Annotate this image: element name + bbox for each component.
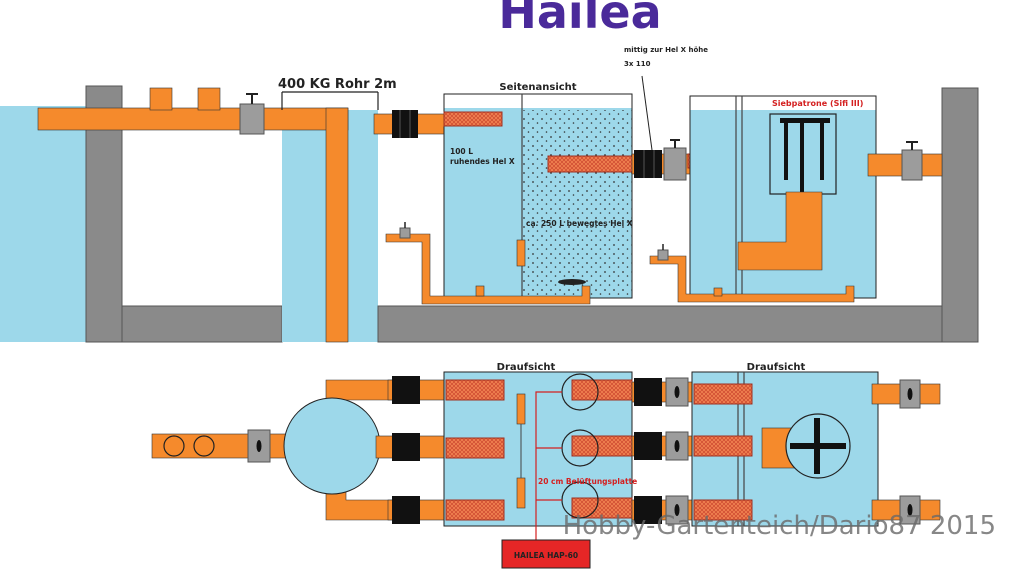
top-media-8 bbox=[693, 435, 753, 457]
valve-1 bbox=[239, 103, 265, 135]
top-view-title-left: Draufsicht bbox=[497, 362, 556, 373]
return-valve bbox=[901, 149, 923, 181]
inlet-note-line2: 3x 110 bbox=[624, 60, 651, 68]
drain-valve-1 bbox=[399, 227, 411, 239]
air-pump-label: HAILEA HAP-60 bbox=[514, 551, 578, 560]
top-view-title-right: Draufsicht bbox=[747, 362, 806, 373]
moving-media-label: ca. 250 L bewegtes Hel X bbox=[526, 219, 633, 228]
top-coupling-3 bbox=[392, 496, 420, 524]
drain-valve-2 bbox=[657, 249, 669, 261]
top-media-2 bbox=[445, 437, 505, 459]
vertical-kg-pipe bbox=[325, 107, 349, 343]
side-view-title: Seitenansicht bbox=[499, 82, 576, 93]
air-line bbox=[535, 391, 562, 540]
media-basket-2 bbox=[547, 155, 633, 173]
pond-wall-right bbox=[941, 87, 979, 343]
media-basket-1 bbox=[443, 111, 503, 127]
air-pump bbox=[501, 539, 591, 569]
bottom-drain-1 bbox=[163, 435, 185, 457]
distributor-chamber bbox=[283, 397, 381, 495]
pipe-coupling-1 bbox=[392, 110, 418, 138]
aeration-plate-label: 20 cm Belüftungsplatte bbox=[538, 477, 637, 486]
top-coupling-1 bbox=[392, 376, 420, 404]
bottom-slab-left bbox=[121, 305, 283, 343]
inlet-pipe bbox=[37, 107, 349, 131]
resting-media-line2: ruhendes Hel X bbox=[450, 157, 515, 166]
sieve-label: Siebpatrone (Sifi III) bbox=[772, 99, 863, 108]
top-media-7 bbox=[693, 383, 753, 405]
top-media-4 bbox=[571, 379, 633, 401]
top-transfer-coupling-1 bbox=[634, 378, 662, 406]
drain-manifold-1 bbox=[385, 233, 591, 305]
pipe-coupling-2 bbox=[634, 150, 662, 178]
top-media-9 bbox=[693, 499, 753, 521]
top-coupling-2 bbox=[392, 433, 420, 461]
pipe-tee-1 bbox=[149, 87, 173, 111]
drain-manifold-2 bbox=[649, 255, 855, 303]
moving-media-zone bbox=[522, 110, 632, 298]
top-media-3 bbox=[445, 499, 505, 521]
sieve-outlet-pipe bbox=[737, 191, 823, 271]
watermark: Hobby-Gartenteich/Dario87 2015 bbox=[563, 511, 996, 541]
inlet-note-line1: mittig zur Hel X höhe bbox=[624, 46, 708, 54]
top-transfer-coupling-3 bbox=[634, 496, 662, 524]
bottom-slab-right bbox=[377, 305, 945, 343]
top-air-tube-1 bbox=[516, 393, 526, 425]
top-inlet-pipe bbox=[151, 433, 293, 459]
brand-title: Hailea bbox=[498, 0, 661, 39]
aeration-disc-side bbox=[558, 279, 586, 285]
pipe-tee-2 bbox=[197, 87, 221, 111]
top-air-tube-2 bbox=[516, 477, 526, 509]
transfer-valve bbox=[663, 147, 687, 181]
top-view: Draufsicht 20 cm Belüftungsplatte Draufs… bbox=[151, 362, 941, 569]
air-tube-side bbox=[516, 239, 526, 267]
top-media-1 bbox=[445, 379, 505, 401]
pipe-label: 400 KG Rohr 2m bbox=[278, 77, 397, 92]
pond-water bbox=[0, 106, 86, 342]
bottom-drain-2 bbox=[193, 435, 215, 457]
top-media-5 bbox=[571, 435, 633, 457]
top-transfer-coupling-2 bbox=[634, 432, 662, 460]
resting-media-line1: 100 L bbox=[450, 147, 473, 156]
side-view: 400 KG Rohr 2m Seitenansicht 100 L ruhen… bbox=[0, 46, 979, 343]
